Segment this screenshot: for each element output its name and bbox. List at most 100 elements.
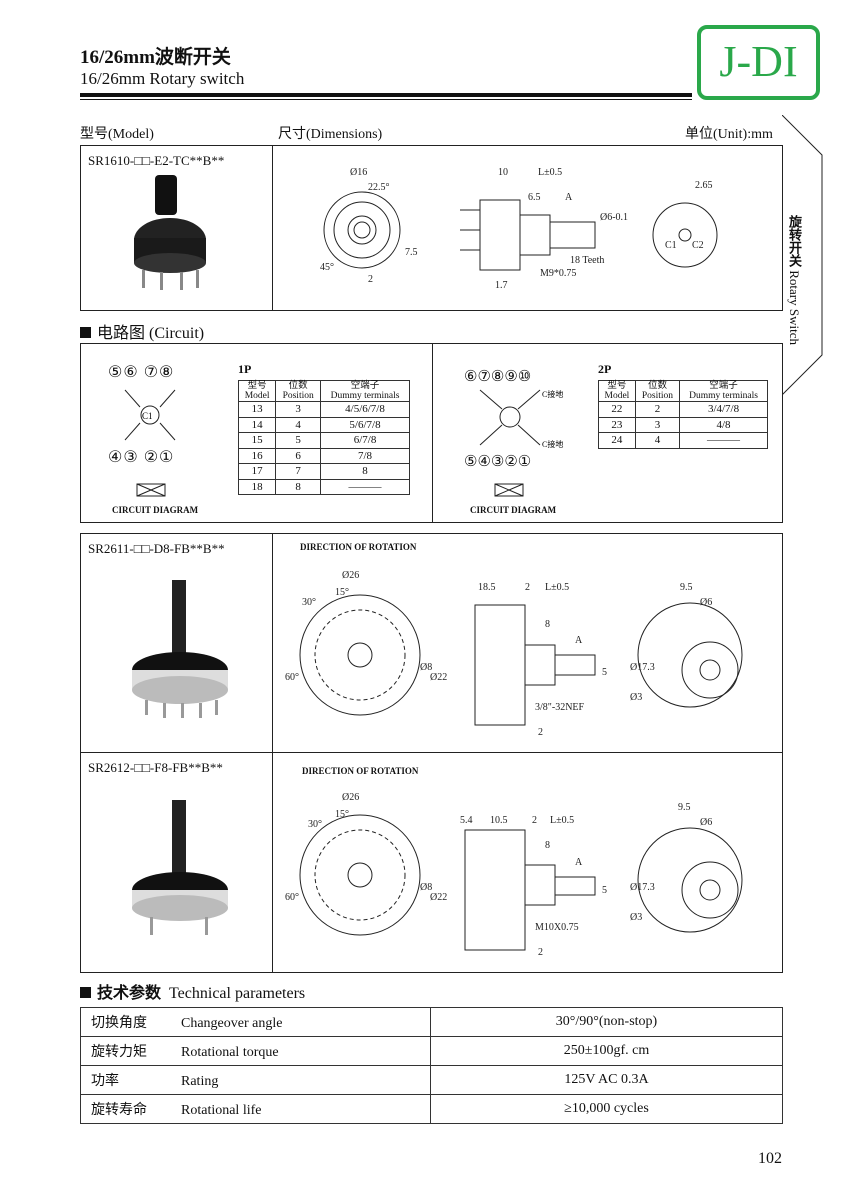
- svg-text:45°: 45°: [320, 262, 334, 273]
- circuit-diagram-label: CIRCUIT DIAGRAM: [112, 505, 199, 515]
- circuit-diagram-2p: C接地 C接地: [479, 389, 563, 449]
- svg-text:6.5: 6.5: [528, 192, 541, 203]
- svg-text:M9*0.75: M9*0.75: [540, 268, 576, 279]
- divider: [272, 145, 273, 311]
- svg-text:60°: 60°: [285, 892, 299, 903]
- circuit-diagram-1p: C1: [124, 389, 176, 441]
- svg-text:1.7: 1.7: [495, 280, 508, 291]
- svg-text:C1: C1: [665, 240, 677, 251]
- side-tab: [782, 115, 823, 395]
- svg-text:Ø22: Ø22: [430, 672, 447, 683]
- svg-text:Ø17.3: Ø17.3: [630, 882, 655, 893]
- svg-text:L±0.5: L±0.5: [538, 167, 562, 178]
- svg-text:L±0.5: L±0.5: [550, 815, 574, 826]
- divider: [272, 533, 273, 973]
- circuit-diagram-label: CIRCUIT DIAGRAM: [470, 505, 557, 515]
- label-2p: 2P: [598, 362, 612, 376]
- label-1p: 1P: [238, 362, 252, 376]
- bullet-square-icon: [80, 327, 91, 338]
- model-sr2612: SR2612-□□-F8-FB**B**: [88, 760, 223, 775]
- product-box-sr26: [80, 533, 783, 973]
- column-dimensions: 尺寸(Dimensions): [278, 127, 383, 142]
- direction-label: DIRECTION OF ROTATION: [302, 766, 419, 776]
- svg-text:Ø8: Ø8: [420, 662, 432, 673]
- svg-text:8: 8: [545, 840, 550, 851]
- svg-text:5: 5: [602, 667, 607, 678]
- svg-text:L±0.5: L±0.5: [545, 582, 569, 593]
- svg-text:Ø3: Ø3: [630, 692, 642, 703]
- pins-top-1p: ⑤⑥ ⑦⑧: [108, 364, 175, 381]
- svg-text:10: 10: [498, 167, 508, 178]
- svg-text:Ø16: Ø16: [350, 167, 367, 178]
- svg-text:30°: 30°: [302, 597, 316, 608]
- svg-text:5.4: 5.4: [460, 815, 473, 826]
- svg-text:2: 2: [532, 815, 537, 826]
- logo: J-DI: [697, 25, 820, 100]
- divider: [80, 99, 692, 100]
- svg-text:Ø26: Ø26: [342, 570, 359, 581]
- title-cn: 16/26mm波断开关: [80, 47, 231, 68]
- circuit-box: [80, 343, 783, 523]
- svg-text:C接地: C接地: [542, 389, 563, 399]
- svg-text:18.5: 18.5: [478, 582, 496, 593]
- svg-text:2: 2: [525, 582, 530, 593]
- svg-text:2: 2: [368, 274, 373, 285]
- svg-text:8: 8: [545, 619, 550, 630]
- pins-bottom-2p: ⑤④③②①: [464, 454, 532, 470]
- side-tab-text: 旋转开关 Rotary Switch: [787, 215, 802, 345]
- svg-text:A: A: [565, 192, 573, 203]
- svg-text:Ø26: Ø26: [342, 792, 359, 803]
- svg-text:C2: C2: [692, 240, 704, 251]
- svg-text:3/8"-32NEF: 3/8"-32NEF: [535, 702, 585, 713]
- bullet-square-icon: [80, 987, 91, 998]
- divider: [432, 343, 433, 523]
- title-en: 16/26mm Rotary switch: [80, 69, 245, 88]
- switch-symbol-icon: [136, 483, 166, 497]
- model-sr1610: SR1610-□□-E2-TC**B**: [88, 153, 225, 168]
- svg-text:9.5: 9.5: [678, 802, 691, 813]
- product-box-sr1610: [80, 145, 783, 311]
- direction-label: DIRECTION OF ROTATION: [300, 542, 417, 552]
- product-photo-sr2611: [132, 580, 228, 718]
- pins-top-2p: ⑥⑦⑧⑨⑩: [464, 369, 532, 385]
- svg-text:C1: C1: [142, 411, 153, 421]
- svg-text:5: 5: [602, 885, 607, 896]
- svg-text:7.5: 7.5: [405, 247, 418, 258]
- svg-text:A: A: [575, 635, 583, 646]
- svg-text:C接地: C接地: [542, 439, 563, 449]
- svg-text:Ø6-0.1: Ø6-0.1: [600, 212, 628, 223]
- svg-text:15°: 15°: [335, 809, 349, 820]
- svg-text:Ø6: Ø6: [700, 817, 712, 828]
- page-number: 102: [758, 1150, 782, 1167]
- model-sr2611: SR2611-□□-D8-FB**B**: [88, 541, 225, 556]
- svg-text:Ø22: Ø22: [430, 892, 447, 903]
- svg-text:A: A: [575, 857, 583, 868]
- svg-text:22.5°: 22.5°: [368, 182, 390, 193]
- svg-text:2: 2: [538, 947, 543, 958]
- product-photo-sr2612: [132, 800, 228, 935]
- switch-symbol-icon: [494, 483, 524, 497]
- svg-text:60°: 60°: [285, 672, 299, 683]
- svg-text:18 Teeth: 18 Teeth: [570, 255, 604, 266]
- svg-text:9.5: 9.5: [680, 582, 693, 593]
- svg-text:Ø6: Ø6: [700, 597, 712, 608]
- unit-label: 单位(Unit):mm: [685, 127, 773, 142]
- svg-text:2: 2: [538, 727, 543, 738]
- svg-text:M10X0.75: M10X0.75: [535, 922, 579, 933]
